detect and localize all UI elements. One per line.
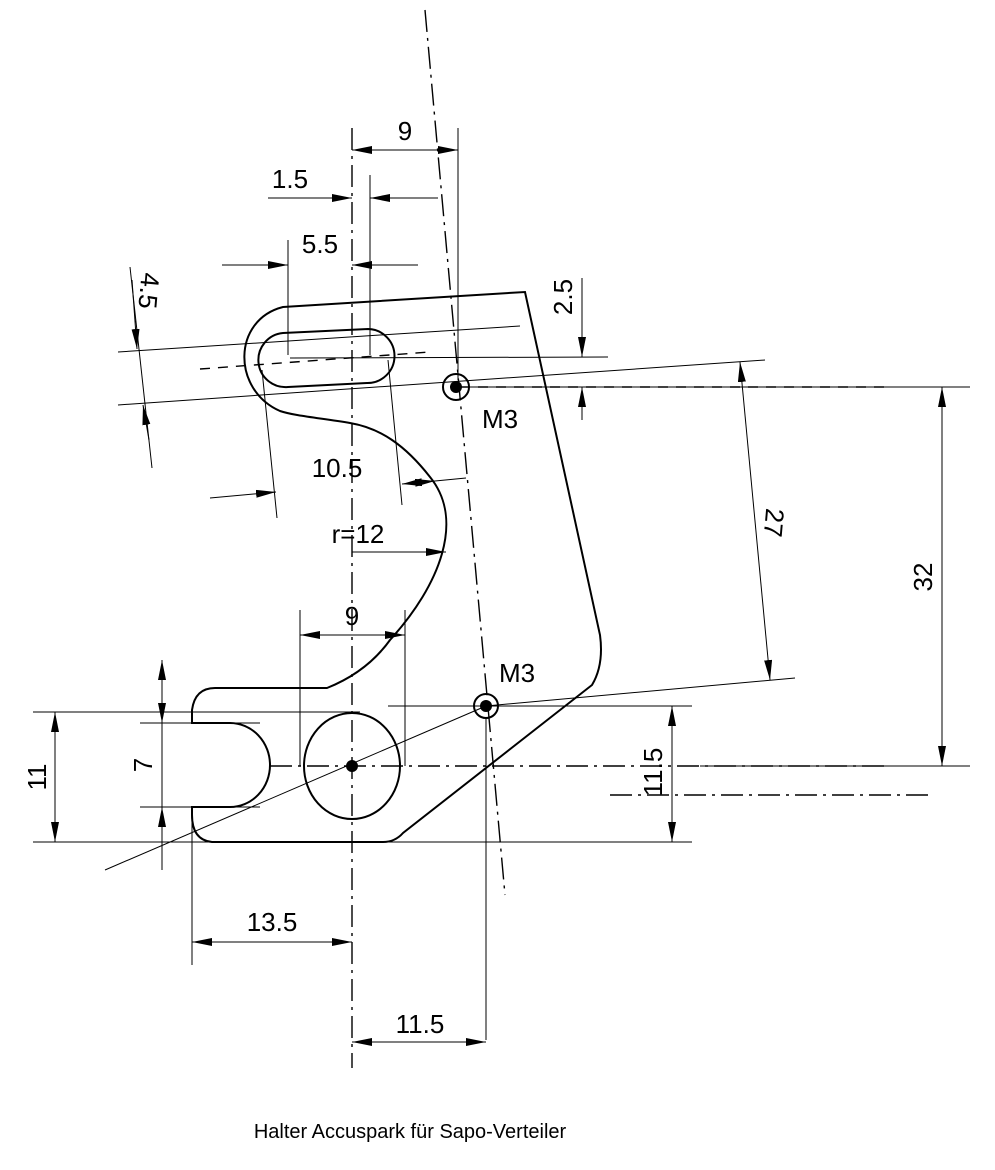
dim-top-9: 9 <box>398 116 412 146</box>
dim-27: 27 <box>758 507 790 538</box>
dim-13-5: 13.5 <box>247 907 298 937</box>
dimension-lines <box>51 146 946 1046</box>
dim-right-11-5: 11.5 <box>638 748 668 797</box>
dim-11: 11 <box>22 764 52 791</box>
dim-2-5: 2.5 <box>548 279 578 315</box>
extension-lines <box>33 128 970 1040</box>
dim-5-5: 5.5 <box>302 229 338 259</box>
center-lines <box>199 9 930 1068</box>
large-bore <box>303 712 401 820</box>
bore-center-point <box>346 760 358 772</box>
dim-7: 7 <box>128 758 158 772</box>
radius-label: r=12 <box>332 519 385 549</box>
dim-4-5: 4.5 <box>132 271 165 310</box>
dim-bottom-11-5: 11.5 <box>396 1009 445 1039</box>
drawing-title: Halter Accuspark für Sapo-Verteiler <box>254 1121 567 1143</box>
dim-mid-9: 9 <box>345 601 359 631</box>
dim-10-5: 10.5 <box>312 453 363 483</box>
upper-m3-hole <box>442 373 470 401</box>
upper-hole-label: M3 <box>482 404 518 434</box>
lower-hole-label: M3 <box>499 658 535 688</box>
dim-32: 32 <box>908 563 938 592</box>
slanted-centerline <box>424 9 506 896</box>
part-outline <box>191 290 602 843</box>
slot-centerline <box>199 351 431 370</box>
slot <box>257 327 396 389</box>
dim-1-5: 1.5 <box>272 164 308 194</box>
